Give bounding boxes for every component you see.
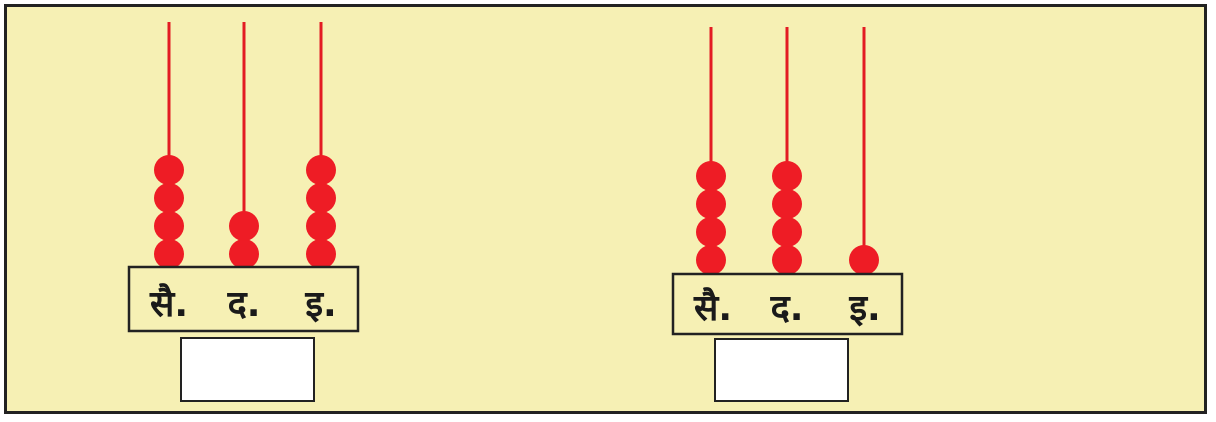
abacus-2-bead-hundreds bbox=[696, 217, 726, 247]
abacus-2-label-tens: द. bbox=[770, 288, 804, 329]
abacus-1-label-hundreds: सै. bbox=[149, 283, 188, 325]
abacus-1-bead-hundreds bbox=[154, 211, 184, 241]
abacus-1-label-ones: इ. bbox=[304, 284, 336, 325]
abacus-2-bead-hundreds bbox=[696, 189, 726, 219]
abacus-2-label-hundreds: सै. bbox=[693, 287, 732, 329]
abacus-1-base bbox=[127, 265, 360, 333]
abacus-2: सै. द. इ. bbox=[671, 27, 904, 336]
abacus-1-bead-hundreds bbox=[154, 239, 184, 269]
abacus-2-rods bbox=[696, 27, 879, 275]
abacus-1-bead-ones bbox=[306, 183, 336, 213]
abacus-2-bead-tens bbox=[772, 217, 802, 247]
abacus-1-bead-hundreds bbox=[154, 155, 184, 185]
abacus-2-label-ones: इ. bbox=[848, 288, 880, 329]
abacus-2-bead-hundreds bbox=[696, 245, 726, 275]
abacus-1-rods bbox=[154, 22, 336, 269]
abacus-1-bead-tens bbox=[229, 211, 259, 241]
abacus-2-bead-ones bbox=[849, 245, 879, 275]
abacus-2-bead-hundreds bbox=[696, 161, 726, 191]
abacus-1-bead-tens bbox=[229, 239, 259, 269]
abacus-1-label-tens: द. bbox=[227, 284, 261, 325]
abacus-2-bead-tens bbox=[772, 245, 802, 275]
abacus-2-base bbox=[671, 272, 904, 336]
abacus-2-bead-tens bbox=[772, 189, 802, 219]
abacus-1-answer-box[interactable] bbox=[180, 337, 315, 402]
abacus-1-bead-ones bbox=[306, 155, 336, 185]
abacus-1-bead-hundreds bbox=[154, 183, 184, 213]
abacus-1-bead-ones bbox=[306, 211, 336, 241]
abacus-1-bead-ones bbox=[306, 239, 336, 269]
abacus-2-bead-tens bbox=[772, 161, 802, 191]
abacus-2-answer-box[interactable] bbox=[714, 338, 849, 402]
abacus-1: सै. द. इ. bbox=[127, 22, 360, 333]
